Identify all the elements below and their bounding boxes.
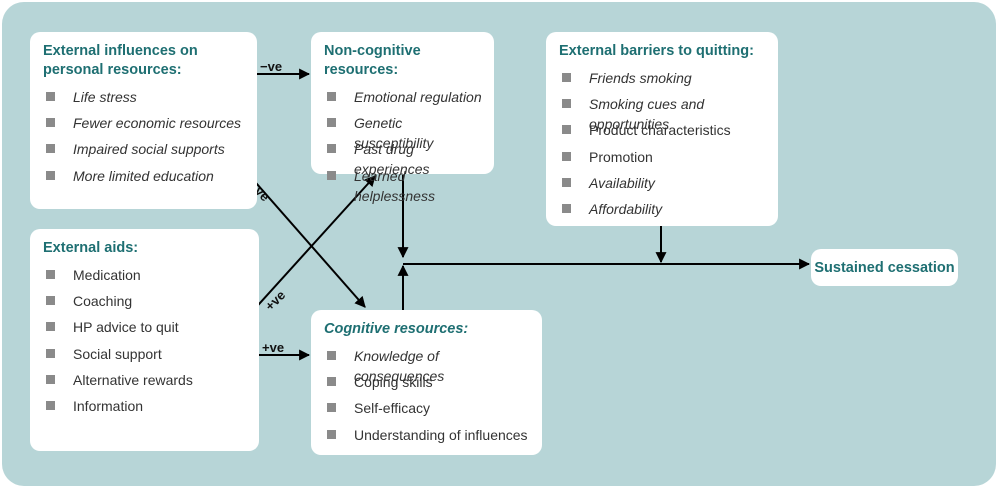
list-item: Availability bbox=[559, 173, 766, 199]
square-bullet-icon bbox=[562, 203, 571, 213]
square-bullet-icon bbox=[46, 296, 55, 306]
list-item: Self-efficacy bbox=[324, 398, 530, 424]
list-item: Coaching bbox=[43, 291, 247, 317]
list-item: Medication bbox=[43, 265, 247, 291]
square-bullet-icon bbox=[327, 403, 336, 413]
square-bullet-icon bbox=[46, 92, 55, 101]
square-bullet-icon bbox=[46, 348, 55, 358]
cognitive-list: Knowledge of consequences Coping skills … bbox=[324, 346, 530, 451]
list-item: Affordability bbox=[559, 199, 766, 225]
arrow-influences-to-cog bbox=[241, 166, 366, 308]
list-item: Learned helplessness bbox=[324, 166, 482, 204]
square-bullet-icon bbox=[562, 177, 571, 187]
list-item: Genetic susceptibility bbox=[324, 113, 482, 151]
external-aids-title: External aids: bbox=[43, 240, 139, 256]
list-item: Past drug experiences bbox=[324, 139, 482, 177]
sustained-cessation-box: Sustained cessation bbox=[811, 249, 958, 286]
external-aids-list: Medication Coaching HP advice to quit So… bbox=[43, 265, 247, 422]
list-item: More limited education bbox=[43, 166, 245, 192]
square-bullet-icon bbox=[327, 118, 336, 128]
square-bullet-icon bbox=[327, 377, 336, 387]
square-bullet-icon bbox=[46, 118, 55, 128]
list-item: Alternative rewards bbox=[43, 370, 247, 396]
edge-label-aids-cog: +ve bbox=[262, 340, 285, 355]
list-item: HP advice to quit bbox=[43, 317, 247, 343]
square-bullet-icon bbox=[327, 429, 336, 439]
list-item: Knowledge of consequences bbox=[324, 346, 530, 384]
non-cognitive-resources-box: Non-cognitive resources: Emotional regul… bbox=[311, 32, 494, 204]
list-item: Friends smoking bbox=[559, 68, 766, 94]
list-item: Life stress bbox=[43, 87, 245, 113]
square-bullet-icon bbox=[562, 99, 571, 109]
sustained-cessation-label: Sustained cessation bbox=[814, 259, 955, 276]
square-bullet-icon bbox=[327, 170, 336, 180]
list-item: Social support bbox=[43, 344, 247, 370]
list-item: Understanding of influences bbox=[324, 425, 530, 451]
square-bullet-icon bbox=[46, 400, 55, 410]
list-item: Product characteristics bbox=[559, 120, 766, 146]
external-influences-box: External influences on personal resource… bbox=[30, 32, 257, 209]
square-bullet-icon bbox=[562, 151, 571, 161]
list-item: Coping skills bbox=[324, 372, 530, 398]
list-item: Fewer economic resources bbox=[43, 113, 245, 139]
external-barriers-title: External barriers to quitting: bbox=[559, 43, 754, 59]
square-bullet-icon bbox=[562, 73, 571, 82]
edge-label-influences-noncog: −ve bbox=[260, 59, 283, 74]
square-bullet-icon bbox=[46, 322, 55, 332]
square-bullet-icon bbox=[327, 92, 336, 101]
square-bullet-icon bbox=[327, 144, 336, 154]
square-bullet-icon bbox=[46, 144, 55, 154]
non-cognitive-title: Non-cognitive resources: bbox=[324, 43, 421, 78]
square-bullet-icon bbox=[562, 125, 571, 135]
list-item: Promotion bbox=[559, 147, 766, 173]
external-influences-list: Life stress Fewer economic resources Imp… bbox=[43, 87, 245, 192]
cognitive-resources-box: Cognitive resources: Knowledge of conseq… bbox=[311, 310, 542, 455]
external-aids-box: External aids: Medication Coaching HP ad… bbox=[30, 229, 259, 451]
external-influences-title: External influences on personal resource… bbox=[43, 43, 198, 78]
non-cognitive-list: Emotional regulation Genetic susceptibil… bbox=[324, 87, 482, 204]
square-bullet-icon bbox=[46, 374, 55, 384]
external-barriers-list: Friends smoking Smoking cues and opportu… bbox=[559, 68, 766, 225]
list-item: Emotional regulation bbox=[324, 87, 482, 113]
cognitive-title: Cognitive resources: bbox=[324, 321, 469, 337]
square-bullet-icon bbox=[46, 170, 55, 180]
arrow-aids-to-noncog bbox=[249, 175, 376, 315]
square-bullet-icon bbox=[327, 351, 336, 360]
list-item: Impaired social supports bbox=[43, 139, 245, 165]
list-item: Smoking cues and opportunities bbox=[559, 94, 766, 132]
list-item: Information bbox=[43, 396, 247, 422]
external-barriers-box: External barriers to quitting: Friends s… bbox=[546, 32, 778, 226]
square-bullet-icon bbox=[46, 270, 55, 279]
